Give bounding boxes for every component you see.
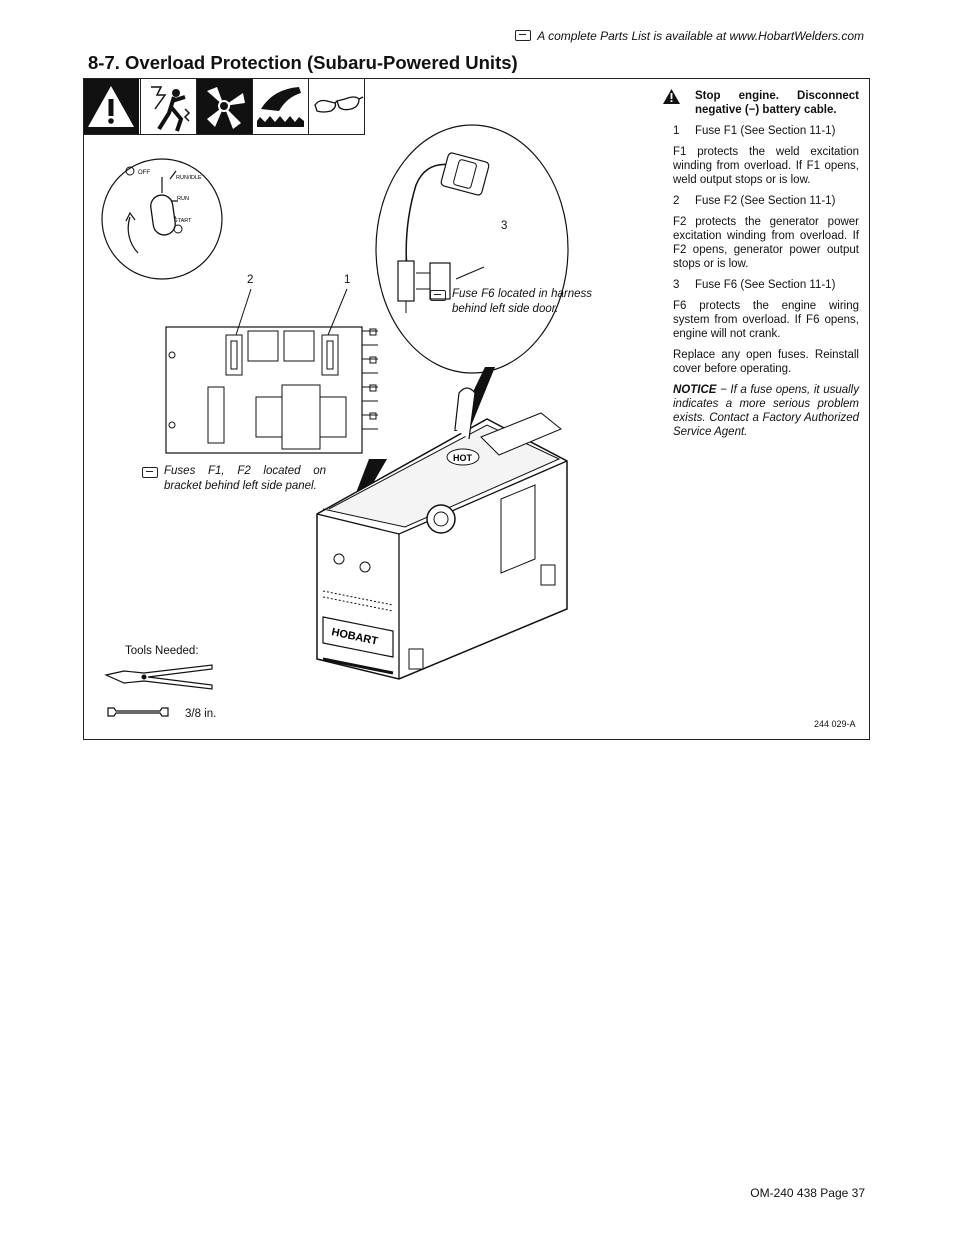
note-fuse-f6-text: Fuse F6 located in harness behind left s… [452,288,592,315]
wire-cutters-icon [104,664,213,690]
warning-triangle-icon [663,89,680,109]
switch-label-off: OFF [138,170,150,176]
item-2-heading: 2 Fuse F2 (See Section 11-1) [673,194,859,208]
section-title: 8-7. Overload Protection (Subaru-Powered… [88,52,518,73]
switch-label-run-idle: RUN/IDLE [176,175,202,181]
replace-fuses-text: Replace any open fuses. Reinstall cover … [673,349,859,376]
ignition-switch-illustration: OFF RUN/IDLE RUN START [101,158,223,280]
note-fuses-f1-f2: Fuses F1, F2 located on bracket behind l… [142,464,326,494]
item-1-description: F1 protects the weld excitation winding … [673,146,859,187]
notice-label: NOTICE [673,384,717,397]
parts-list-note-text: A complete Parts List is available at ww… [537,29,864,43]
callout-3: 3 [501,220,508,232]
item-2-description: F2 protects the generator power excitati… [673,216,859,271]
callout-leaders [235,288,348,336]
notice-block: NOTICE − If a fuse opens, it usually ind… [673,383,859,439]
callout-1: 1 [344,274,351,286]
item-1-heading: 1 Fuse F1 (See Section 11-1) [673,124,859,138]
item-3-label: Fuse F6 (See Section 11-1) [695,279,836,292]
switch-label-start: START [174,218,192,224]
parts-list-note: A complete Parts List is available at ww… [515,29,864,43]
fuse-bracket-panel [165,326,378,454]
item-3-description: F6 protects the engine wiring system fro… [673,300,859,341]
figure-id: 244 029-A [814,719,856,729]
item-2-label: Fuse F2 (See Section 11-1) [695,195,836,208]
pointing-hand-icon [142,467,158,478]
moving-parts-icon [196,79,252,134]
callout-2: 2 [247,274,254,286]
warning-text-block: Stop engine. Disconnect negative (−) bat… [663,89,859,117]
switch-label-run: RUN [177,196,189,202]
warning-icon [84,79,139,134]
welder-generator-unit: HOT HOBART [316,367,568,680]
safety-icon-strip [84,79,365,135]
pointing-hand-icon [515,30,532,42]
figure-frame: Stop engine. Disconnect negative (−) bat… [83,78,870,740]
instructions-column: Stop engine. Disconnect negative (−) bat… [663,89,859,446]
tools-needed-label: Tools Needed: [125,645,199,657]
note-fuses-f1-f2-text: Fuses F1, F2 located on bracket behind l… [164,465,326,492]
notice-text: − If a fuse opens, it usually indicates … [673,384,859,439]
page-footer: OM-240 438 Page 37 [750,1186,865,1200]
item-2-number: 2 [673,195,680,208]
wrench-icon [107,707,169,717]
safety-glasses-icon [308,79,364,134]
item-3-number: 3 [673,279,680,292]
warning-text: Stop engine. Disconnect negative (−) bat… [695,90,859,117]
item-1-label: Fuse F1 (See Section 11-1) [695,125,836,138]
hot-warning-label: HOT [453,453,473,463]
hot-surface-icon [252,79,308,134]
note-fuse-f6: Fuse F6 located in harness behind left s… [430,287,592,317]
electric-shock-icon [140,79,196,134]
pointing-hand-icon [430,290,446,301]
item-3-heading: 3 Fuse F6 (See Section 11-1) [673,278,859,292]
wrench-size-label: 3/8 in. [185,708,217,720]
harness-detail-illustration [375,124,569,374]
item-1-number: 1 [673,125,680,138]
